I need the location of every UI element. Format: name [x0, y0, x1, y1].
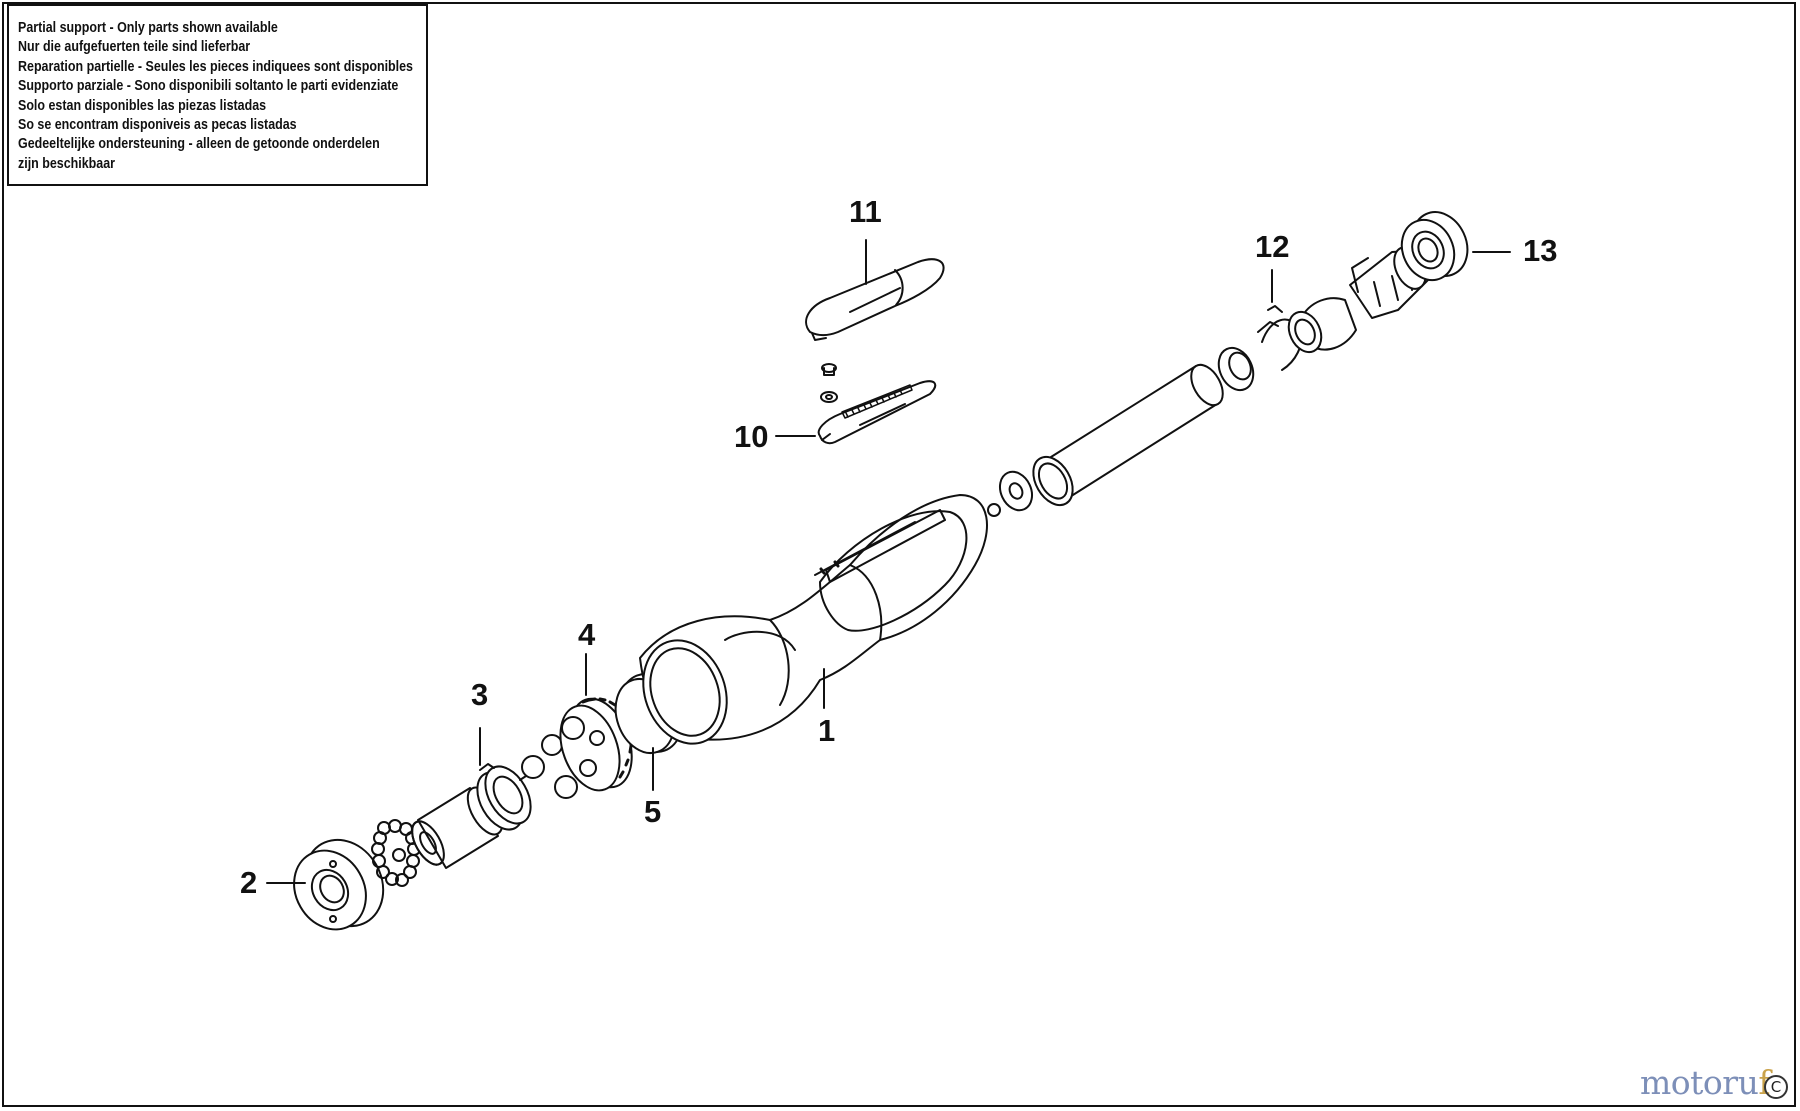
- callout-2: 2: [240, 865, 257, 900]
- screw-and-washer[interactable]: [820, 363, 838, 403]
- notice-line-1: Partial support - Only parts shown avail…: [18, 20, 278, 36]
- callout-labels: 1 2 3 4 5 10 11 12 13: [240, 194, 1557, 900]
- notice-line-4: Supporto parziale - Sono disponibili sol…: [18, 78, 399, 95]
- availability-notice: Partial support - Only parts shown avail…: [7, 4, 428, 186]
- part-1-handle[interactable]: [629, 494, 988, 755]
- notice-line-5: Solo estan disponibles las piezas listad…: [18, 97, 267, 114]
- ball-and-washer[interactable]: [987, 467, 1038, 517]
- callout-4: 4: [578, 617, 596, 652]
- notice-line-2: Nur die aufgefuerten teile sind lieferba…: [18, 39, 251, 56]
- part-2-end-cap[interactable]: [280, 826, 398, 943]
- notice-line-8: zijn beschikbaar: [18, 155, 116, 172]
- watermark-logo: motoruf: [1640, 1063, 1771, 1102]
- notice-line-3: Reparation partielle - Seules les pieces…: [18, 58, 414, 75]
- part-10-scale-plate[interactable]: [775, 380, 937, 445]
- copyright-icon: C: [1764, 1075, 1788, 1099]
- notice-line-6: So se encontram disponiveis as pecas lis…: [18, 117, 297, 134]
- part-13-nose-ring[interactable]: [1392, 203, 1511, 289]
- callout-12: 12: [1255, 229, 1289, 264]
- callout-10: 10: [734, 419, 768, 454]
- callout-11: 11: [849, 194, 882, 229]
- callout-5: 5: [644, 794, 661, 829]
- tube-sleeve[interactable]: [1025, 359, 1229, 512]
- part-11-label-strip[interactable]: [805, 239, 945, 341]
- part-12-bushing-set[interactable]: [1212, 269, 1357, 396]
- callout-13: 13: [1523, 233, 1557, 268]
- notice-line-7: Gedeeltelijke ondersteuning - alleen de …: [18, 136, 380, 153]
- watermark-text-main: motoru: [1640, 1063, 1759, 1102]
- callout-3: 3: [471, 677, 488, 712]
- callout-1: 1: [818, 713, 835, 748]
- part-3-drive-shaft[interactable]: [406, 727, 540, 870]
- loose-balls[interactable]: [521, 734, 578, 799]
